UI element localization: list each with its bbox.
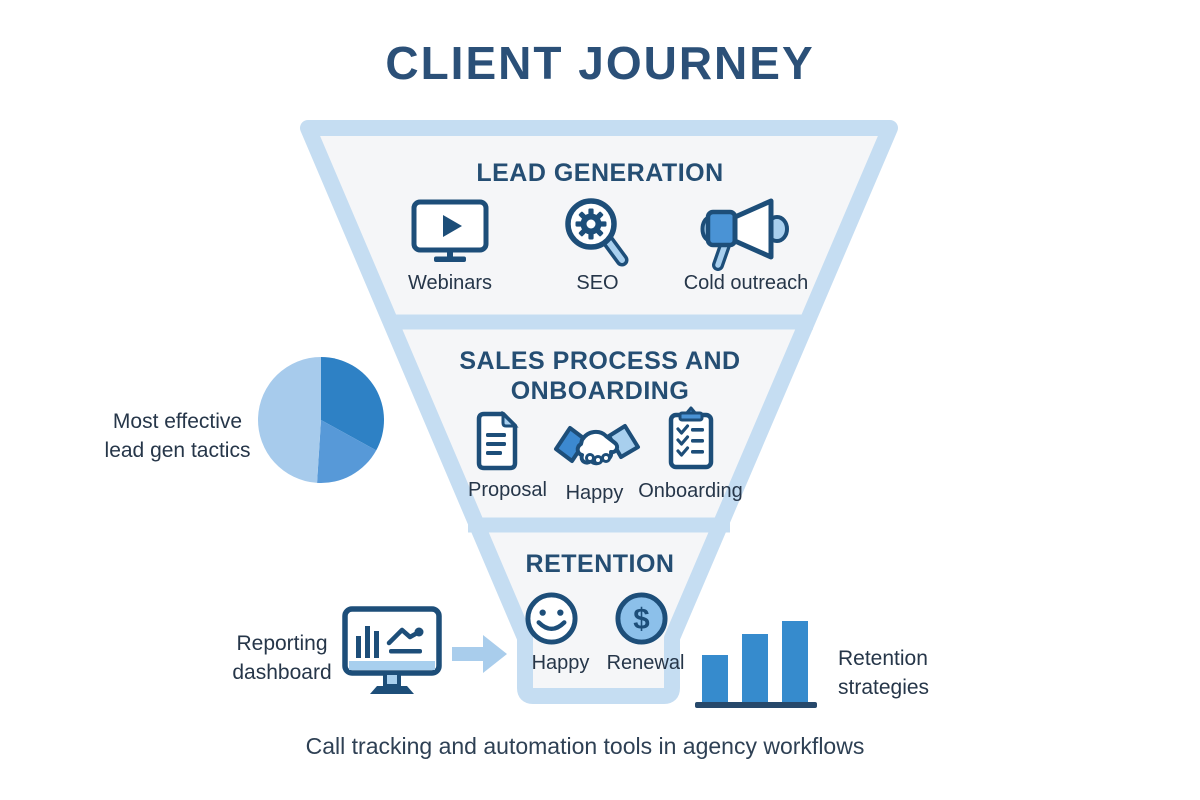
handshake-icon xyxy=(554,424,640,466)
megaphone-icon xyxy=(700,198,789,271)
webinar-monitor-icon xyxy=(411,199,489,262)
item-label-happy-handshake: Happy xyxy=(565,482,624,504)
section-heading-sales-process: SALES PROCESS AND ONBOARDING xyxy=(459,347,741,405)
item-label-cold-outreach: Cold outreach xyxy=(683,272,809,294)
dashboard-monitor-icon xyxy=(342,606,442,694)
bottom-caption: Call tracking and automation tools in ag… xyxy=(305,733,865,759)
reporting-dashboard-label: Reporting dashboard xyxy=(232,632,332,685)
bar-chart-baseline xyxy=(695,702,817,708)
bar-chart xyxy=(695,621,817,708)
bar xyxy=(782,621,808,702)
retention-strategies-label: Retention strategies xyxy=(838,647,930,700)
seo-search-gear-icon xyxy=(565,198,629,267)
document-icon xyxy=(476,411,519,471)
right-arrow-icon xyxy=(452,635,507,673)
funnel-outline xyxy=(300,120,898,704)
section-heading-lead-generation: LEAD GENERATION xyxy=(476,159,724,187)
pie-slice xyxy=(321,357,384,451)
clipboard-checklist-icon xyxy=(668,406,714,470)
pie-slice xyxy=(317,420,377,483)
smiley-face-icon xyxy=(525,592,578,645)
item-label-onboarding: Onboarding xyxy=(638,480,743,502)
page-title: CLIENT JOURNEY xyxy=(385,37,815,89)
item-label-renewal: Renewal xyxy=(606,652,685,674)
section-heading-retention: RETENTION xyxy=(525,550,675,578)
dollar-coin-icon: $ xyxy=(615,592,668,645)
pie-slice xyxy=(257,357,321,483)
item-label-happy-retention: Happy xyxy=(531,652,590,674)
item-label-webinars: Webinars xyxy=(407,272,493,294)
item-label-proposal: Proposal xyxy=(468,479,547,501)
dollar-symbol: $ xyxy=(633,603,649,636)
item-label-seo: SEO xyxy=(576,272,619,294)
pie-chart xyxy=(257,357,384,483)
bar xyxy=(742,634,768,702)
bar xyxy=(702,655,728,702)
pie-chart-label: Most effective lead gen tactics xyxy=(104,410,251,463)
